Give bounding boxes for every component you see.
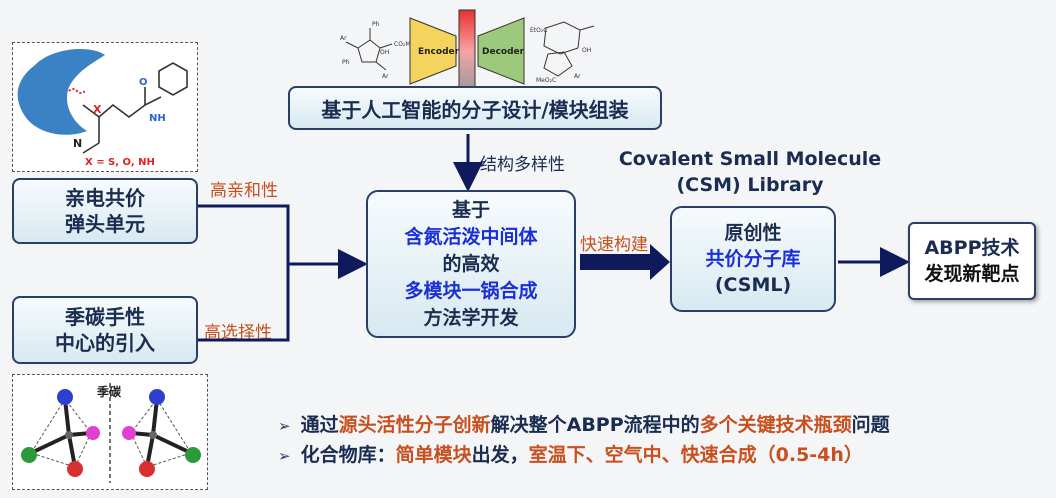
center-line-3: 的高效 [442,252,500,275]
svg-text:Ar: Ar [574,73,581,80]
warhead-structure-svg: X O NH N X = S, O, NH [17,49,188,168]
csm-title-line-2: (CSM) Library [676,174,824,196]
right-tetrahedron [130,398,192,468]
bullet-1-part-2: 源头活性分子创新 [338,414,491,436]
encoder-block [409,17,457,85]
svg-text:Ar: Ar [382,73,389,80]
encoder-decoder-panel: Ar Ph CO₂Me OH Ph Ar Encoder Decoder EtO… [336,8,616,93]
center-line-1: 基于 [451,198,490,221]
csml-line-3: (CSML) [714,274,792,296]
input-molecule-sketch [345,28,393,71]
quaternary-caption: 季碳 [97,385,122,399]
x-atom-label: X [93,103,102,116]
abpp-box: ABPP技术 发现新靶点 [908,222,1036,300]
svg-text:CO₂Me: CO₂Me [394,41,414,48]
quaternary-line-2: 中心的引入 [55,331,155,355]
svg-text:MeO₂C: MeO₂C [536,77,556,84]
svg-text:EtO₂C: EtO₂C [530,27,547,34]
right-red-atom [139,461,155,477]
bullet-1-part-5: 问题 [851,414,890,436]
protein-blob-shape [17,49,106,135]
decoder-label: Decoder [482,47,525,57]
csml-line-2: 共价分子库 [705,248,801,270]
bullet-2-part-3: 出发， [471,444,529,466]
right-magenta-atom [122,426,136,440]
covalent-bond-mark [68,88,86,94]
amine-n-label: N [73,137,82,150]
right-center-atom [149,431,157,439]
csm-title-line-1: Covalent Small Molecule [618,148,882,170]
bullet-2-part-2: 简单模块 [395,444,472,466]
bullet-2: ➢ 化合物库：简单模块出发，室温下、空气中、快速合成（0.5-4h） [278,440,863,467]
encoder-label: Encoder [418,47,460,57]
methodology-box: 基于 含氮活泼中间体 的高效 多模块一锅合成 方法学开发 [366,190,576,338]
svg-text:OH: OH [582,47,591,54]
left-blue-atom [57,389,73,405]
svg-text:Ph: Ph [372,21,380,28]
amide-nh-label: NH [149,113,166,124]
decoder-block [477,17,525,85]
bullet-1: ➢ 通过源头活性分子创新解决整个ABPP流程中的多个关键技术瓶颈问题 [278,410,890,437]
bullet-1-part-1: 通过 [300,414,339,436]
right-green-atom [185,447,201,463]
latent-bar [458,9,476,93]
bullet-2-part-4: 室温下、空气中、快速合成 [528,444,757,466]
csml-line-1: 原创性 [724,222,782,244]
left-red-atom [67,461,83,477]
linker-chain [82,62,188,154]
chirality-svg [21,383,201,483]
warhead-unit-box: 亲电共价 弹头单元 [12,178,198,244]
warhead-line-1: 亲电共价 [65,186,145,210]
quaternary-line-1: 季碳手性 [65,305,145,329]
high-affinity-label: 高亲和性 [210,181,278,201]
left-magenta-atom [86,426,100,440]
bullet-2-part-5: （0.5-4h） [756,444,863,466]
ai-design-box: 基于人工智能的分子设计/模块组装 [288,86,662,130]
high-selectivity-label: 高选择性 [204,323,272,343]
carbonyl-o-label: O [139,77,148,88]
warhead-line-2: 弹头单元 [65,212,145,236]
ai-design-title: 基于人工智能的分子设计/模块组装 [321,97,629,122]
left-tetrahedron [30,398,92,468]
diversity-label: 结构多样性 [480,155,565,175]
center-line-5: 方法学开发 [423,306,519,329]
right-blue-atom [149,389,165,405]
x-definition-label: X = S, O, NH [85,157,155,168]
fast-build-label: 快速构建 [580,235,648,255]
svg-text:OH: OH [380,49,389,56]
chirality-panel: 季碳 [12,374,208,490]
center-line-4: 多模块一锅合成 [404,279,538,302]
left-green-atom [21,447,37,463]
bullet-1-part-3: 解决整个ABPP流程中的 [490,414,700,436]
csm-title: Covalent Small Molecule (CSM) Library [600,146,900,198]
svg-text:Ar: Ar [340,35,347,42]
csml-box: 原创性 共价分子库 (CSML) [670,206,836,312]
encoder-decoder-svg: Ar Ph CO₂Me OH Ph Ar Encoder Decoder EtO… [340,9,595,93]
left-center-atom [65,431,73,439]
center-line-2: 含氮活泼中间体 [404,225,538,248]
triangle-bullet-icon: ➢ [278,417,291,435]
quaternary-carbon-box: 季碳手性 中心的引入 [12,296,198,364]
triangle-bullet-icon: ➢ [278,447,291,465]
bullet-1-part-4: 多个关键技术瓶颈 [699,414,852,436]
abpp-line-1: ABPP技术 [924,237,1020,259]
warhead-structure-panel: X O NH N X = S, O, NH [12,42,198,172]
bullet-2-part-1: 化合物库： [300,444,396,466]
abpp-line-2: 发现新靶点 [924,263,1020,285]
output-molecule-sketch [543,21,595,77]
svg-text:Ph: Ph [342,59,350,66]
warhead-connector [198,204,290,264]
